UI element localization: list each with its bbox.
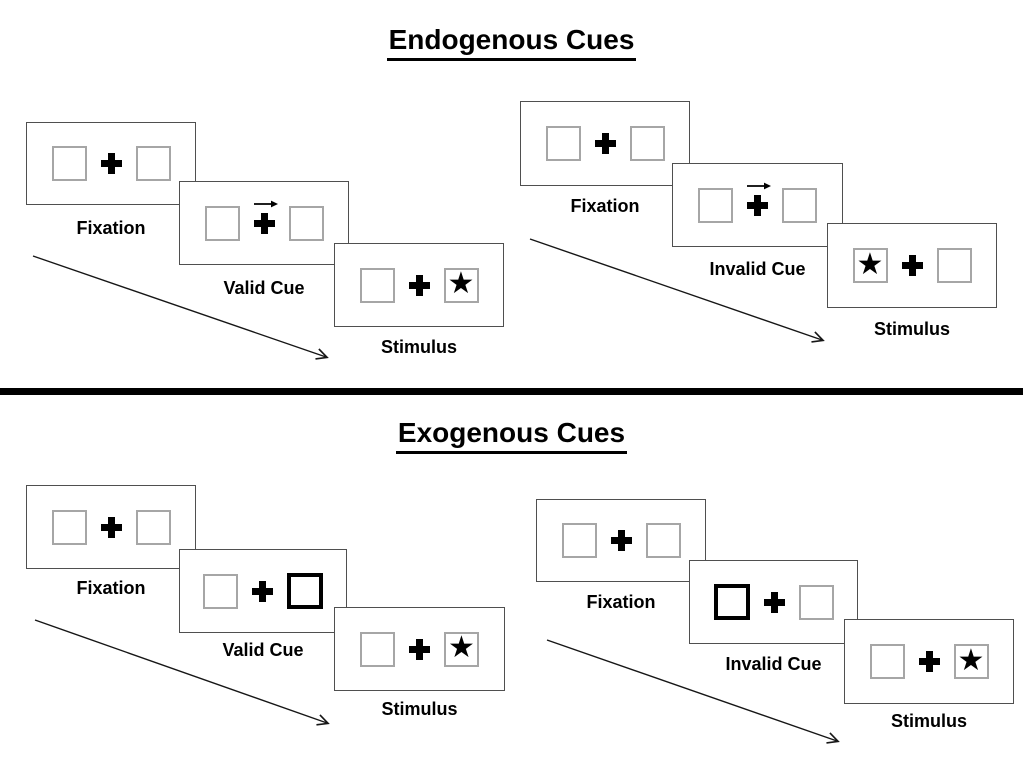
section-title-exogenous-text: Exogenous Cues (395, 417, 628, 454)
placeholder-box-right (135, 146, 171, 181)
section-title-endogenous-text: Endogenous Cues (386, 24, 637, 61)
target-box-right: ★ (444, 631, 479, 667)
step-label-fixation: Fixation (76, 218, 146, 238)
fixation-cross-icon (252, 580, 273, 602)
step-label-cue: Valid Cue (223, 278, 305, 298)
fixation-cross-icon (100, 153, 122, 174)
placeholder-box-left (869, 644, 905, 679)
star-stimulus-icon: ★ (447, 267, 475, 300)
fixation-cross-icon (901, 255, 923, 276)
placeholder-box-left (545, 126, 581, 161)
fixation-cross-icon (408, 274, 430, 296)
cue-card (672, 163, 843, 247)
step-label-stimulus: Stimulus (380, 337, 457, 357)
time-arrow-exogenous-valid (34, 619, 330, 726)
placeholder-box-right (288, 205, 324, 241)
step-label-fixation: Fixation (570, 196, 640, 216)
fixation-card (536, 499, 706, 582)
placeholder-box-left (359, 267, 395, 303)
cue-card (689, 560, 858, 644)
placeholder-box-left (204, 205, 240, 241)
placeholder-box-left (51, 146, 87, 181)
time-arrow-endogenous-invalid (529, 238, 825, 343)
cue-card (179, 549, 347, 633)
step-label-cue: Valid Cue (222, 640, 304, 660)
cue-box-right (287, 573, 323, 609)
step-label-stimulus: Stimulus (381, 699, 458, 719)
section-title-endogenous: Endogenous Cues (0, 24, 1023, 61)
fixation-cross-icon (747, 182, 771, 216)
target-box-right: ★ (443, 267, 479, 303)
fixation-card (26, 485, 196, 569)
stimulus-card: ★ (334, 243, 504, 327)
fixation-card (520, 101, 690, 186)
star-stimulus-icon: ★ (856, 247, 884, 281)
section-title-exogenous: Exogenous Cues (0, 417, 1023, 454)
target-box-left: ★ (852, 247, 888, 283)
step-label-cue: Invalid Cue (709, 259, 806, 279)
fixation-card (26, 122, 196, 205)
placeholder-box-right (936, 248, 972, 283)
cue-arrow-right-icon (747, 182, 771, 189)
fixation-cross-icon (409, 638, 430, 660)
cue-arrow-right-icon (253, 200, 278, 207)
step-label-stimulus: Stimulus (873, 319, 950, 339)
time-arrow-endogenous-valid (32, 255, 329, 360)
step-label-fixation: Fixation (586, 592, 656, 612)
fixation-cross-icon (100, 516, 122, 538)
placeholder-box-left (203, 573, 238, 609)
placeholder-box-left (51, 509, 87, 545)
placeholder-box-right (798, 584, 834, 620)
step-label-stimulus: Stimulus (890, 711, 967, 731)
placeholder-box-left (698, 187, 733, 223)
placeholder-box-right (135, 509, 171, 545)
step-label-cue: Invalid Cue (725, 654, 822, 674)
fixation-cross-icon (610, 530, 632, 551)
stimulus-card: ★ (827, 223, 997, 308)
placeholder-box-right (629, 126, 665, 161)
fixation-cross-icon (918, 651, 940, 672)
time-arrow-exogenous-invalid (546, 639, 840, 744)
placeholder-box-right (782, 187, 817, 223)
star-stimulus-icon: ★ (957, 643, 985, 677)
placeholder-box-left (561, 523, 597, 558)
cue-card (179, 181, 349, 265)
cue-box-left (713, 584, 750, 620)
section-divider (0, 388, 1023, 395)
stimulus-card: ★ (334, 607, 505, 691)
placeholder-box-left (360, 631, 395, 667)
stimulus-card: ★ (844, 619, 1014, 704)
placeholder-box-right (645, 523, 681, 558)
target-box-right: ★ (953, 643, 989, 679)
fixation-cross-icon (253, 200, 278, 234)
fixation-cross-icon (763, 591, 785, 613)
star-stimulus-icon: ★ (448, 631, 475, 664)
fixation-cross-icon (594, 133, 616, 154)
step-label-fixation: Fixation (76, 578, 146, 598)
